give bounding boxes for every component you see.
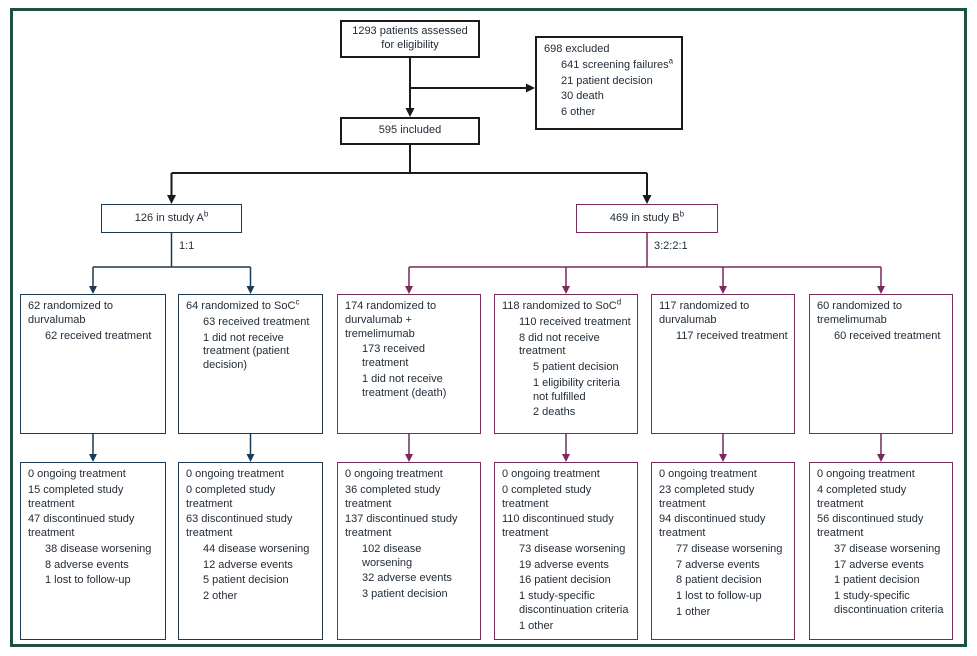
footnote-sup-b: b	[679, 208, 685, 218]
randomized-box-durvalumab-b: 117 randomized to durvalumab 117 received…	[651, 294, 795, 434]
box-line: 36 completed study treatment	[345, 483, 441, 510]
randomized-box-soc-b: 118 randomized to SoCd 110 received treat…	[494, 294, 638, 434]
box-line: 117 randomized to durvalumab	[659, 300, 750, 326]
box-line: 4 completed study treatment	[817, 483, 907, 510]
box-line: 3 patient decision	[362, 588, 448, 600]
study-a-label: 126 in study Ab	[134, 208, 209, 224]
footnote-sup-d: d	[616, 297, 622, 307]
box-line: 1 eligibility criteria not fulfilled	[533, 376, 620, 403]
box-line: 0 ongoing treatment	[345, 468, 443, 480]
box-line: 1 study-specific discontinuation criteri…	[519, 590, 629, 616]
box-line: 698 excluded	[544, 43, 610, 55]
assessed-box: 1293 patients assessed for eligibility	[340, 20, 480, 58]
box-line: 62 received treatment	[45, 329, 152, 342]
outcome-box-tremelimumab-b: 0 ongoing treatment 4 completed study tre…	[809, 462, 953, 640]
box-line: 16 patient decision	[519, 574, 611, 587]
box-line: 1 study-specific discontinuation criteri…	[834, 590, 944, 616]
box-line: 0 ongoing treatment	[817, 468, 915, 480]
ratio-label-study-a: 1:1	[179, 240, 195, 252]
box-line: 32 adverse events	[362, 572, 452, 585]
footnote-sup-b: b	[203, 208, 209, 218]
box-line: 2 deaths	[533, 406, 576, 419]
box-line: 21 patient decision	[561, 74, 653, 87]
box-line: 47 discontinued study treatment	[28, 513, 135, 539]
box-line: 1 patient decision	[834, 574, 920, 587]
outcome-box-soc-b: 0 ongoing treatment 0 completed study tre…	[494, 462, 638, 640]
box-line: 173 received treatment	[362, 343, 425, 369]
assessed-label: 1293 patients assessed for eligibility	[352, 25, 468, 51]
box-line: 12 adverse events	[203, 558, 293, 571]
box-line: 1 did not receive treatment (patient dec…	[203, 331, 290, 372]
box-line: 0 ongoing treatment	[28, 468, 126, 480]
box-line: 37 disease worsening	[834, 542, 941, 555]
study-a-box: 126 in study Ab	[101, 204, 242, 233]
randomized-box-tremelimumab-b: 60 randomized to tremelimumab 60 received…	[809, 294, 953, 434]
box-line: 1 did not receive treatment (death)	[362, 372, 447, 399]
box-line: 19 adverse events	[519, 558, 609, 571]
ratio-label-study-b: 3:2:2:1	[654, 240, 688, 252]
box-line: 137 discontinued study treatment	[345, 513, 458, 539]
randomized-box-durvalumab-a: 62 randomized to durvalumab 62 received t…	[20, 294, 166, 434]
box-line: 1 lost to follow-up	[676, 590, 762, 602]
outcome-box-durvalumab-a: 0 ongoing treatment 15 completed study tr…	[20, 462, 166, 640]
box-line: 8 patient decision	[676, 574, 762, 587]
box-line: 63 discontinued study treatment	[186, 513, 293, 539]
box-line: 1 other	[676, 605, 711, 618]
box-line: 2 other	[203, 590, 238, 602]
box-line: 73 disease worsening	[519, 542, 626, 555]
box-line: 17 adverse events	[834, 558, 924, 571]
included-label: 595 included	[378, 124, 442, 137]
outcome-box-durva-treme-b: 0 ongoing treatment 36 completed study tr…	[337, 462, 481, 640]
study-b-label: 469 in study Bb	[609, 208, 685, 224]
box-line: 30 death	[561, 90, 604, 103]
box-line: 15 completed study treatment	[28, 483, 124, 510]
box-line: 63 received treatment	[203, 315, 310, 328]
box-line: 8 did not receive treatment	[519, 331, 600, 358]
box-line: 0 ongoing treatment	[659, 468, 757, 480]
box-line: 64 randomized to SoCc	[186, 297, 300, 312]
box-line: 38 disease worsening	[45, 542, 152, 555]
box-line: 62 randomized to durvalumab	[28, 300, 113, 326]
box-line: 44 disease worsening	[203, 542, 310, 555]
box-line: 118 randomized to SoCd	[502, 297, 622, 312]
box-line: 60 randomized to tremelimumab	[817, 300, 902, 326]
box-line: 5 patient decision	[533, 361, 619, 373]
box-line: 0 completed study treatment	[186, 483, 276, 510]
box-line: 102 disease worsening	[362, 542, 422, 569]
included-box: 595 included	[340, 117, 480, 145]
outcome-box-soc-a: 0 ongoing treatment 0 completed study tre…	[178, 462, 323, 640]
study-b-box: 469 in study Bb	[576, 204, 718, 233]
box-line: 0 ongoing treatment	[186, 468, 284, 480]
box-line: 23 completed study treatment	[659, 483, 755, 510]
box-line: 110 discontinued study treatment	[502, 513, 614, 539]
footnote-sup-a: a	[668, 56, 674, 66]
box-line: 94 discontinued study treatment	[659, 513, 766, 539]
box-line: 77 disease worsening	[676, 542, 783, 555]
footnote-sup-c: c	[295, 297, 300, 307]
outcome-box-durvalumab-b: 0 ongoing treatment 23 completed study tr…	[651, 462, 795, 640]
box-line: 7 adverse events	[676, 558, 760, 571]
randomized-box-soc-a: 64 randomized to SoCc 63 received treatme…	[178, 294, 323, 434]
box-line: 641 screening failuresa	[561, 56, 674, 71]
box-line: 117 received treatment	[676, 329, 788, 342]
box-line: 1 lost to follow-up	[45, 574, 131, 587]
randomized-box-durva-treme-b: 174 randomized to durvalumab + tremelimu…	[337, 294, 481, 434]
box-line: 60 received treatment	[834, 329, 941, 342]
box-line: 0 ongoing treatment	[502, 468, 600, 480]
box-line: 0 completed study treatment	[502, 483, 592, 510]
box-line: 6 other	[561, 106, 596, 118]
box-line: 5 patient decision	[203, 574, 289, 587]
box-line: 174 randomized to durvalumab + tremelimu…	[345, 300, 437, 340]
box-line: 8 adverse events	[45, 558, 129, 571]
box-line: 110 received treatment	[519, 315, 631, 328]
box-line: 56 discontinued study treatment	[817, 513, 924, 539]
box-line: 1 other	[519, 619, 554, 632]
